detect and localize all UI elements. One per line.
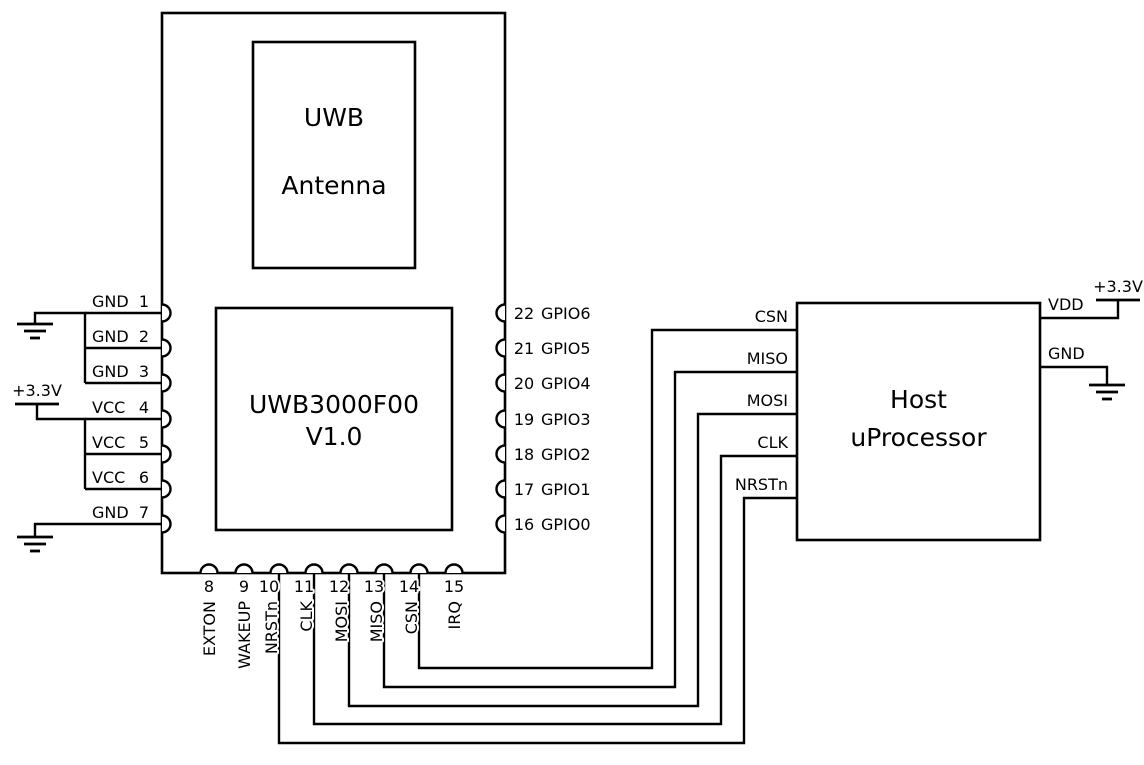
pin-bump-bottom-15 [444, 563, 464, 574]
pin-name: GPIO3 [541, 410, 591, 429]
host-name-line2: uProcessor [850, 423, 987, 452]
pin-number: 15 [444, 577, 464, 596]
pin-number: 16 [514, 515, 534, 534]
wire-gnd-bus [33, 311, 87, 383]
pin-number: 6 [139, 468, 149, 487]
pin-bump-right-22 [495, 303, 506, 323]
pin-number: 20 [514, 374, 534, 393]
wire-vcc-bus [35, 404, 87, 489]
pin-bump-right-17 [495, 479, 506, 499]
chip-box [214, 306, 454, 532]
wire-clk [312, 454, 797, 726]
pin-number: 7 [139, 503, 149, 522]
pin-bump-bottom-10 [269, 563, 289, 574]
pin-bump-left-3 [161, 373, 172, 393]
pin-number: 11 [294, 577, 314, 596]
pin-number: 12 [329, 577, 349, 596]
pin-bump-right-18 [495, 444, 506, 464]
host-pin-label: GND [1048, 344, 1085, 363]
pin-number: 17 [514, 480, 534, 499]
pin-bump-left-1 [161, 303, 172, 323]
pin-name: EXTON [200, 601, 219, 656]
pin-number: 2 [139, 327, 149, 346]
pin-number: 8 [204, 577, 214, 596]
host-pin-label: MISO [747, 349, 788, 368]
pin-name: MISO [367, 601, 386, 642]
pin-name: CSN [402, 601, 421, 634]
host-pin-label: MOSI [747, 391, 788, 410]
pin-number: 19 [514, 410, 534, 429]
pin-name: CLK [297, 600, 316, 631]
host-pin-label: CSN [755, 307, 788, 326]
pin-number: 1 [139, 292, 149, 311]
pin-name: VCC [92, 468, 125, 487]
pin-name: GND [92, 327, 129, 346]
pin-bump-right-19 [495, 409, 506, 429]
pin-number: 5 [139, 433, 149, 452]
pin-bump-left-4 [161, 409, 172, 429]
host-pin-label: NRSTn [735, 475, 788, 494]
pin-name: GPIO6 [541, 304, 591, 323]
host-name-line1: Host [890, 385, 947, 414]
pin-bump-left-7 [161, 514, 172, 534]
pin-name: MOSI [332, 601, 351, 642]
pin-name: GPIO2 [541, 445, 591, 464]
antenna-box [251, 40, 417, 270]
power-rail-label: +3.3V [12, 381, 62, 400]
wire-mosi [347, 412, 797, 708]
pin-name: GPIO4 [541, 374, 591, 393]
pin-bump-bottom-14 [409, 563, 429, 574]
pin-bump-right-16 [495, 514, 506, 534]
pin-name: VCC [92, 433, 125, 452]
pin-name: NRSTn [262, 601, 281, 654]
pin-name: WAKEUP [235, 601, 254, 669]
pin-bump-left-6 [161, 479, 172, 499]
host-pin-label: CLK [757, 433, 788, 452]
pin-name: GPIO1 [541, 480, 591, 499]
pin-bump-bottom-12 [339, 563, 359, 574]
wire-csn [417, 328, 797, 670]
pin-name: GND [92, 362, 129, 381]
pin-bump-right-20 [495, 373, 506, 393]
wire-gnd-pin7 [33, 522, 162, 537]
wire-vdd-host [1040, 300, 1120, 320]
module-name-line1: UWB3000F00 [249, 390, 419, 419]
pin-name: VCC [92, 398, 125, 417]
pin-bump-bottom-9 [234, 563, 254, 574]
pin-bump-bottom-11 [304, 563, 324, 574]
pin-bump-bottom-13 [374, 563, 394, 574]
antenna-label-line1: UWB [304, 103, 364, 132]
antenna-label-line2: Antenna [281, 171, 386, 200]
pin-number: 22 [514, 304, 534, 323]
pin-number: 3 [139, 362, 149, 381]
pin-number: 4 [139, 398, 149, 417]
pin-number: 9 [239, 577, 249, 596]
pin-number: 13 [364, 577, 384, 596]
pin-name: GPIO5 [541, 339, 591, 358]
pin-name: GND [92, 503, 129, 522]
pin-name: GND [92, 292, 129, 311]
wire-nrstn [277, 496, 797, 745]
pin-bump-left-2 [161, 338, 172, 358]
wire-miso [382, 370, 797, 689]
power-rail-label: +3.3V [1093, 277, 1143, 296]
pin-number: 10 [259, 577, 279, 596]
pin-number: 21 [514, 339, 534, 358]
host-pin-label: VDD [1048, 295, 1084, 314]
pin-bump-bottom-8 [199, 563, 219, 574]
module-name-line2: V1.0 [306, 422, 363, 451]
pin-name: IRQ [445, 601, 464, 629]
pin-number: 14 [399, 577, 419, 596]
pin-bump-left-5 [161, 444, 172, 464]
wire-gnd-host [1040, 365, 1109, 385]
pin-number: 18 [514, 445, 534, 464]
host-box [795, 301, 1042, 542]
pin-bump-right-21 [495, 338, 506, 358]
pin-name: GPIO0 [541, 515, 591, 534]
